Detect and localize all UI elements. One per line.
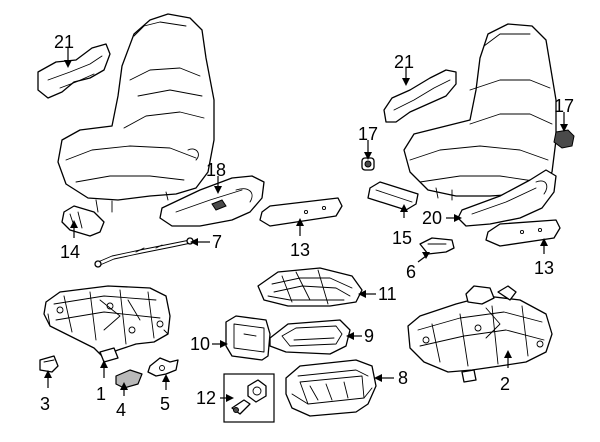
part-16-knob — [361, 157, 375, 171]
callout-12: 12 — [196, 388, 216, 408]
callout-1: 1 — [96, 384, 106, 404]
callout-18: 18 — [206, 160, 226, 180]
callout-9: 9 — [364, 326, 374, 346]
callout-8: 8 — [398, 368, 408, 388]
callout-19: 21 — [54, 32, 74, 52]
callout-6: 6 — [406, 262, 416, 282]
part-13-cover-right — [485, 219, 561, 247]
callout-14: 14 — [60, 242, 80, 262]
callout-13-left: 13 — [290, 240, 310, 260]
callout-7: 7 — [212, 232, 222, 252]
part-11-cushion-pan — [257, 267, 363, 307]
callout-20: 20 — [422, 208, 442, 228]
part-5-lever — [147, 357, 179, 377]
part-8-bin — [285, 359, 377, 417]
callout-3: 3 — [40, 394, 50, 414]
part-10-bin-lid — [225, 315, 271, 361]
callout-2: 2 — [500, 374, 510, 394]
part-19-back-trim — [37, 43, 111, 99]
part-18-side-shield — [159, 175, 265, 227]
part-7-cable — [94, 237, 194, 268]
part-17-knob — [553, 129, 575, 149]
part-1-seat-track — [43, 285, 171, 363]
left-seat — [57, 13, 215, 213]
callout-5: 5 — [160, 394, 170, 414]
part-3-clip — [39, 355, 59, 373]
part-15-trim — [367, 181, 419, 211]
callout-13-right: 13 — [534, 258, 554, 278]
part-9-tray — [269, 319, 351, 355]
part-6-bracket — [419, 237, 455, 255]
callout-11: 11 — [378, 284, 397, 304]
part-13-cover-left — [259, 197, 343, 227]
callout-4: 4 — [116, 400, 126, 420]
right-seat — [403, 23, 557, 201]
part-4-cover — [115, 369, 143, 389]
callout-15: 15 — [392, 228, 412, 248]
callout-16: 17 — [358, 124, 378, 144]
part-20-side-shield — [457, 169, 557, 227]
part-2-seat-track — [407, 285, 553, 383]
callout-10: 10 — [190, 334, 210, 354]
callouts: 21 21 17 17 18 14 13 13 15 20 6 7 — [40, 32, 574, 420]
callout-17: 17 — [554, 96, 574, 116]
callout-21: 21 — [394, 52, 414, 72]
part-21-back-trim — [383, 69, 457, 123]
